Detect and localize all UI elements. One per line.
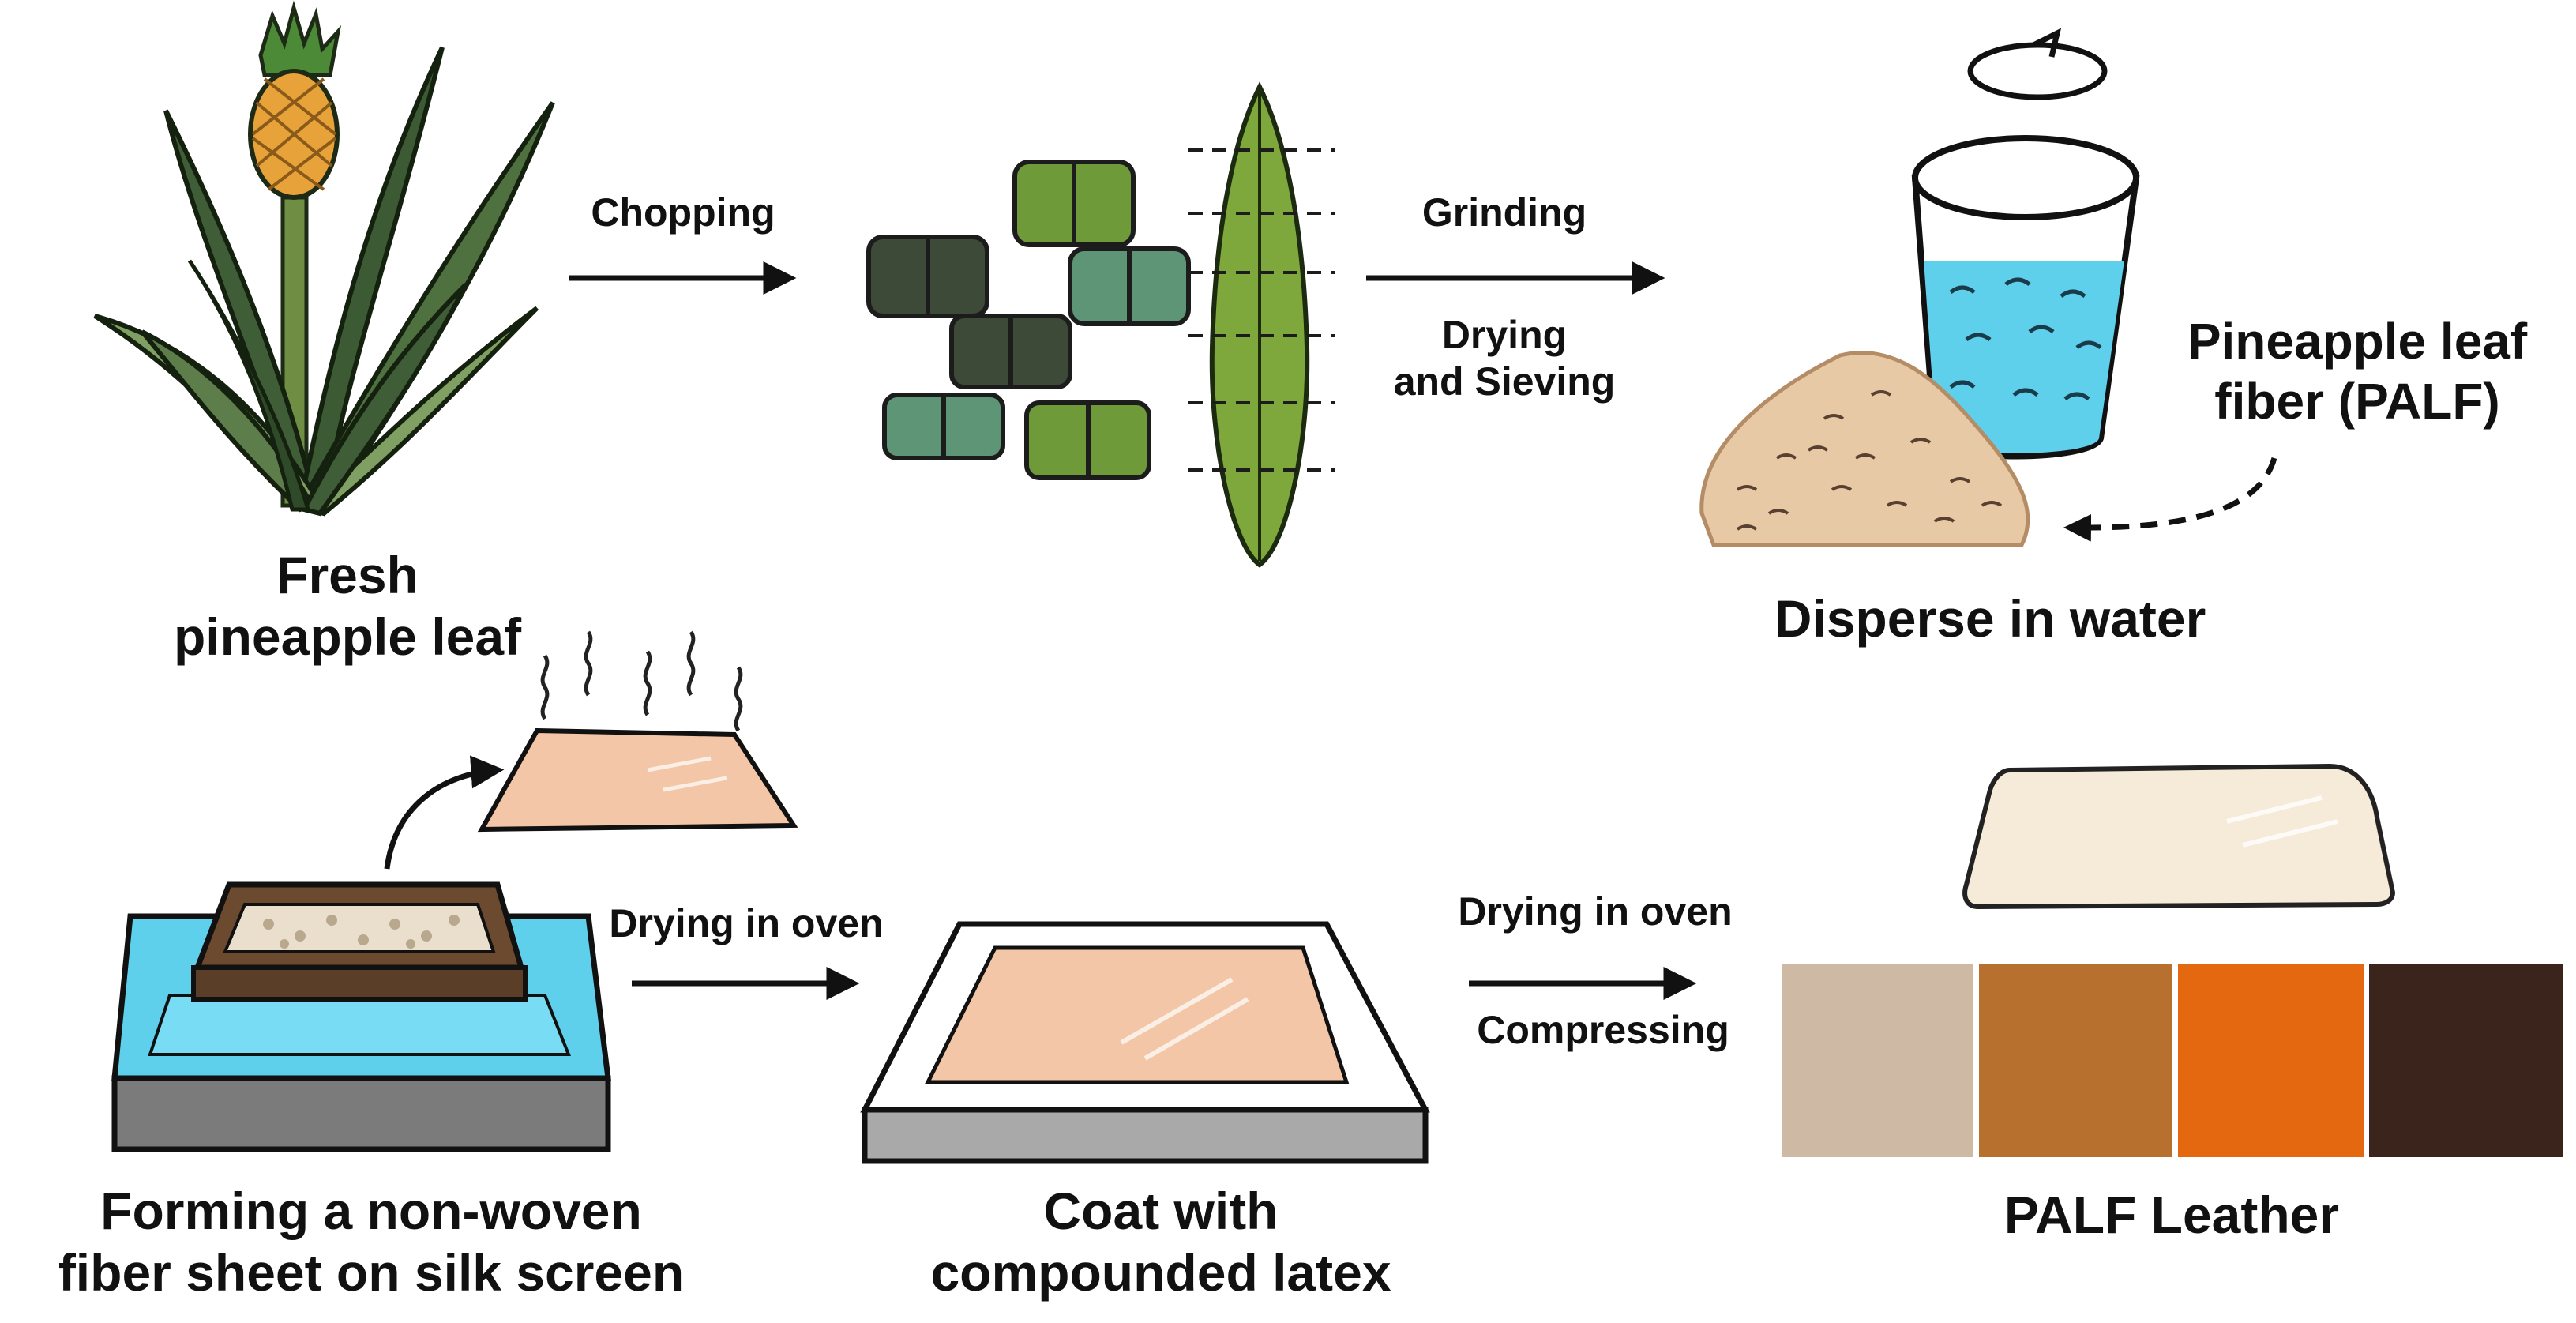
stirring-icon [1967, 28, 2108, 100]
leather-swatches [1782, 964, 2563, 1157]
compressing-label: Compressing [1477, 1008, 1729, 1052]
chopping-label: Chopping [591, 190, 775, 235]
drying-oven-label-1: Drying in oven [609, 901, 884, 945]
palf-pointer-arrow [2063, 457, 2277, 542]
drying-sieving-line1: Drying [1441, 313, 1568, 357]
leather-sheet-icon [1962, 763, 2396, 910]
palf-caption: Pineapple leaf fiber (PALF) [2152, 312, 2563, 431]
latex-coat-tray-icon [860, 921, 1430, 1164]
coat-caption-line2: compounded latex [930, 1242, 1391, 1302]
drying-sieving-label: Drying and Sieving [1358, 312, 1650, 405]
forming-caption: Forming a non-woven fiber sheet on silk … [16, 1181, 727, 1304]
chopped-leaf-pieces-icon [866, 160, 1191, 480]
coat-caption-line1: Coat with [1043, 1182, 1279, 1240]
disperse-caption: Disperse in water [1774, 589, 2206, 648]
pineapple-plant-icon [93, 0, 555, 517]
fresh-leaf-caption: Fresh pineapple leaf [134, 545, 561, 668]
coat-caption: Coat with compounded latex [884, 1181, 1437, 1304]
drying-sieving-line2: and Sieving [1393, 359, 1616, 404]
drying-sheet-icon [477, 630, 798, 833]
leather-swatch-beige [1782, 964, 1973, 1157]
lift-sheet-arrow [384, 755, 505, 870]
forming-caption-line1: Forming a non-woven [100, 1182, 642, 1240]
leather-swatch-tan [1979, 964, 2172, 1157]
palf-caption-line2: fiber (PALF) [2214, 372, 2500, 430]
palf-caption-line1: Pineapple leaf [2187, 313, 2528, 370]
leather-swatch-orange [2178, 964, 2364, 1157]
fiber-pile-icon [1699, 351, 2030, 547]
leather-swatch-dark-brown [2369, 964, 2563, 1157]
silk-screen-tray-icon [111, 881, 611, 1152]
grinding-label: Grinding [1421, 190, 1587, 235]
fresh-leaf-caption-line2: pineapple leaf [173, 607, 522, 666]
forming-caption-line2: fiber sheet on silk screen [58, 1242, 685, 1302]
drying-oven-label-2: Drying in oven [1458, 889, 1733, 934]
leather-caption: PALF Leather [2003, 1186, 2340, 1244]
sliced-leaf-icon [1188, 81, 1335, 568]
fresh-leaf-caption-line1: Fresh [276, 546, 419, 604]
water-glass-icon [1911, 135, 2140, 460]
